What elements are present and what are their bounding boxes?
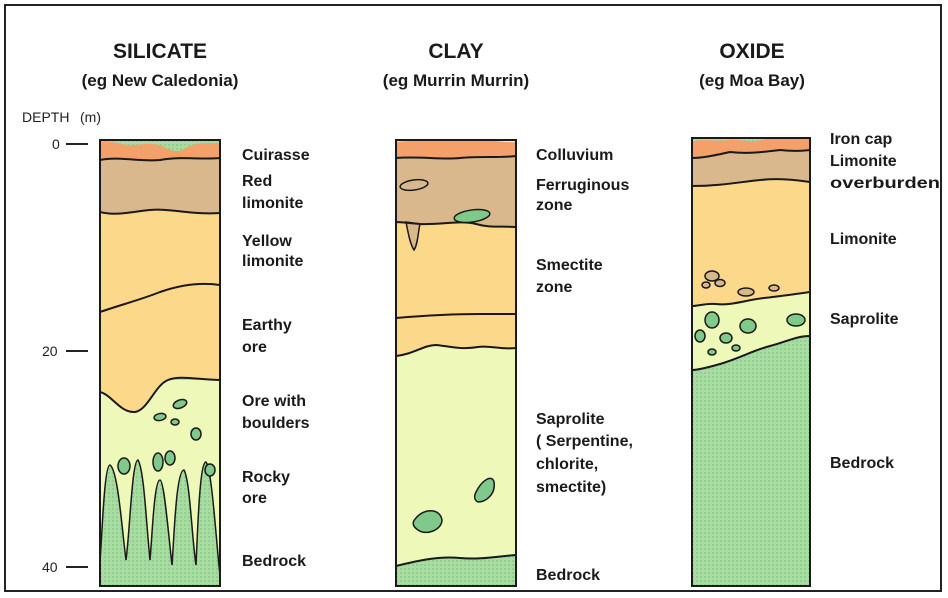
clay-label-saprolite-3: chlorite,	[536, 456, 598, 473]
clay-label-colluvium: Colluvium	[536, 147, 613, 164]
column-title-clay: CLAY	[428, 40, 483, 63]
silicate-label-ore-boulders-2: boulders	[242, 415, 310, 432]
clay-label-ferruginous-2: zone	[536, 197, 573, 214]
clay-label-bedrock: Bedrock	[536, 567, 600, 584]
depth-tick-label-0: 0	[52, 136, 60, 152]
clay-column	[396, 139, 516, 586]
clay-label-smectite-2: zone	[536, 279, 573, 296]
silicate-label-bedrock: Bedrock	[242, 553, 306, 570]
depth-tick-label-20: 20	[42, 343, 58, 359]
column-subtitle-silicate: (eg New Caledonia)	[82, 71, 239, 90]
silicate-label-red-limonite-1: Red	[242, 173, 272, 190]
silicate-label-yellow-limonite-1: Yellow	[242, 233, 292, 250]
oxide-label-limonite: Limonite	[830, 231, 897, 248]
clay-label-saprolite-1: Saprolite	[536, 411, 605, 428]
column-subtitle-oxide: (eg Moa Bay)	[699, 71, 805, 90]
depth-axis-title: DEPTH	[22, 109, 69, 125]
oxide-label-saprolite: Saprolite	[830, 311, 899, 328]
clay-label-saprolite-4: smectite)	[536, 479, 606, 496]
oxide-label-overburden-1: Limonite	[830, 153, 897, 170]
silicate-red-limonite-layer	[100, 152, 220, 214]
clay-label-ferruginous-1: Ferruginous	[536, 177, 629, 194]
depth-axis-unit: (m)	[80, 109, 101, 125]
silicate-label-red-limonite-2: limonite	[242, 195, 303, 212]
silicate-label-rocky-ore-1: Rocky	[242, 469, 290, 486]
oxide-column	[692, 138, 810, 586]
silicate-label-ore-boulders-1: Ore with	[242, 393, 306, 410]
oxide-label-overburden-2: overburden	[830, 175, 940, 192]
silicate-column	[100, 140, 220, 586]
silicate-label-rocky-ore-2: ore	[242, 490, 267, 507]
clay-label-smectite-1: Smectite	[536, 257, 603, 274]
silicate-label-earthy-ore-1: Earthy	[242, 317, 292, 334]
clay-label-saprolite-2: ( Serpentine,	[536, 433, 633, 450]
silicate-label-yellow-limonite-2: limonite	[242, 253, 303, 270]
column-subtitle-clay: (eg Murrin Murrin)	[383, 71, 529, 90]
silicate-label-cuirasse: Cuirasse	[242, 147, 310, 164]
clay-colluvium-layer	[396, 139, 516, 158]
column-title-silicate: SILICATE	[113, 40, 207, 63]
depth-tick-label-40: 40	[42, 559, 58, 575]
oxide-label-iron-cap: Iron cap	[830, 131, 892, 148]
oxide-label-bedrock: Bedrock	[830, 455, 894, 472]
column-title-oxide: OXIDE	[719, 40, 784, 63]
silicate-label-earthy-ore-2: ore	[242, 339, 267, 356]
